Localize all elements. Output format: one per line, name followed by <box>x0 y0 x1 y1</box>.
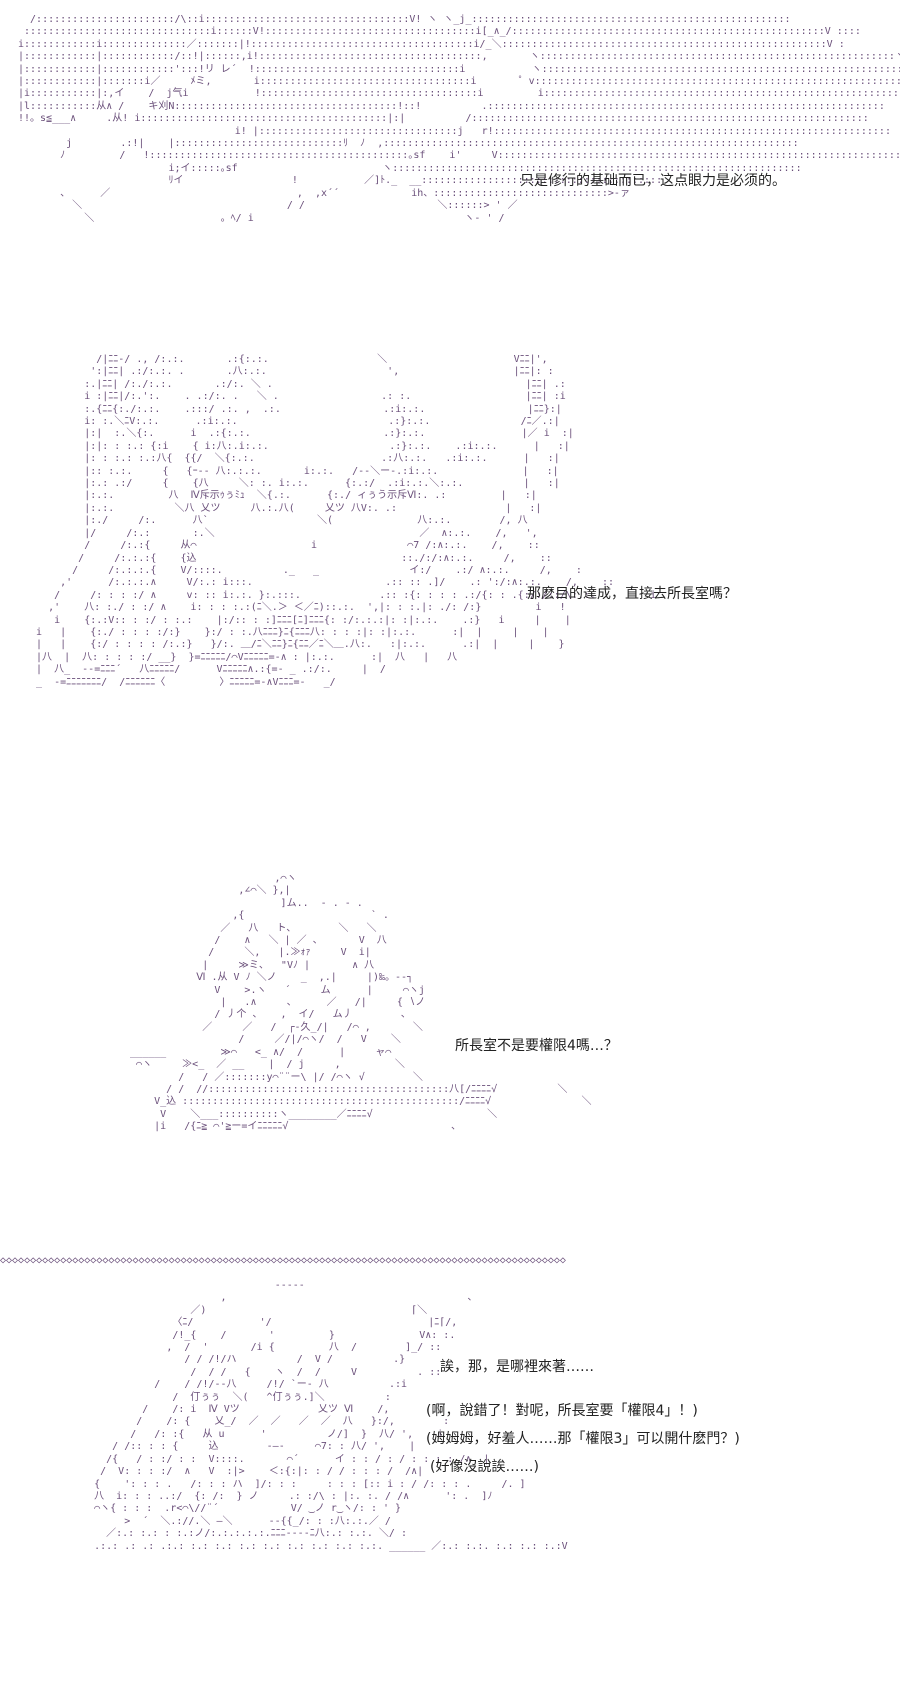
caption-panel-4-line-4: (好像沒說誒……) <box>430 1459 539 1475</box>
panel-4: ----- , 、 ／) ⌈＼ 〈ﾆ/ '/ |ﾆ⌈/, <box>0 1270 900 1690</box>
ascii-art-panel-1: /:::::::::::::::::::::::/\::i:::::::::::… <box>18 14 900 224</box>
caption-panel-4-line-1: 誒，那，是哪裡來著…… <box>440 1359 594 1375</box>
caption-panel-1: 只是修行的基础而已，这点眼力是必须的。 <box>520 173 786 189</box>
caption-panel-3: 所長室不是要權限4嗎…？ <box>455 1038 618 1054</box>
ascii-art-panel-4: ----- , 、 ／) ⌈＼ 〈ﾆ/ '/ |ﾆ⌈/, <box>94 1280 568 1552</box>
caption-panel-4-line-2: (啊，說錯了！對呢，所長室要「權限4」！) <box>426 1403 698 1419</box>
caption-panel-2: 那麽目的達成，直接去所長室嗎？ <box>527 586 737 602</box>
caption-panel-4-line-3: (姆姆姆，好羞人……那「權限3」可以開什麽門？) <box>426 1431 740 1447</box>
ascii-art-panel-2: /|ﾆﾆ-/ ., /:.:. .:{:.:. ＼ Vﾆﾆ|', ':|ﾆﾆ| … <box>36 354 657 688</box>
panel-2: /|ﾆﾆ-/ ., /:.:. .:{:.:. ＼ Vﾆﾆ|', ':|ﾆﾆ| … <box>0 340 900 840</box>
ascii-art-panel-3: ,⌒ヽ ,∠⌒＼ },| ]ム.. - . - . ,{ ` . ／ 八 ト、 … <box>130 873 592 1133</box>
panel-1: /:::::::::::::::::::::::/\::i:::::::::::… <box>0 0 900 320</box>
divider: ◇◇◇◇◇◇◇◇◇◇◇◇◇◇◇◇◇◇◇◇◇◇◇◇◇◇◇◇◇◇◇◇◇◇◇◇◇◇◇◇… <box>0 1255 566 1266</box>
panel-3: ,⌒ヽ ,∠⌒＼ },| ]ム.. - . - . ,{ ` . ／ 八 ト、 … <box>0 865 900 1255</box>
